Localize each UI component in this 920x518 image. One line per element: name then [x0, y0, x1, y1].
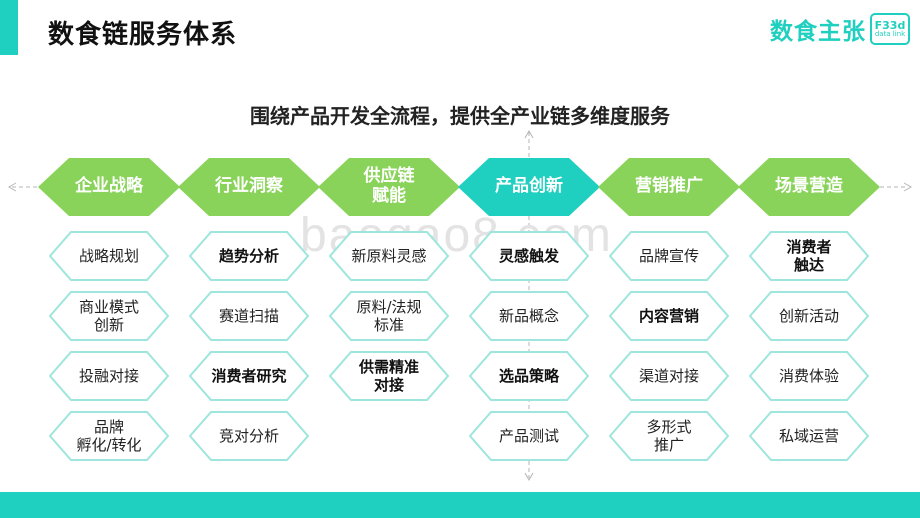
- text-line: 产品测试: [498, 427, 559, 445]
- service-item: 消费者触达: [749, 231, 869, 281]
- service-item: 供需精准对接: [329, 351, 449, 401]
- service-item: 消费体验: [749, 351, 869, 401]
- text-line: 选品策略: [498, 367, 559, 385]
- service-item: 内容营销: [609, 291, 729, 341]
- logo-badge-bottom: data link: [874, 30, 906, 38]
- service-item: 战略规划: [49, 231, 169, 281]
- category-hexagon: 产品创新: [457, 157, 601, 217]
- text-line: 孵化/转化: [76, 436, 142, 454]
- text-line: 品牌: [93, 418, 124, 436]
- down-arrow-icon: [524, 472, 534, 482]
- text-line: 供需精准: [358, 358, 419, 376]
- service-item: 投融对接: [49, 351, 169, 401]
- text-line: 创新活动: [778, 307, 839, 325]
- service-item: 品牌孵化/转化: [49, 411, 169, 461]
- bottom-band: [0, 492, 920, 518]
- text-line: 产品创新: [495, 176, 563, 197]
- service-item: 品牌宣传: [609, 231, 729, 281]
- category-hexagon: 企业战略: [37, 157, 181, 217]
- right-arrow-icon: [903, 182, 913, 192]
- service-item: 消费者研究: [189, 351, 309, 401]
- service-item: 渠道对接: [609, 351, 729, 401]
- text-line: 消费者研究: [211, 367, 287, 385]
- service-item: 灵感触发: [469, 231, 589, 281]
- service-item: 新品概念: [469, 291, 589, 341]
- text-line: 渠道对接: [638, 367, 699, 385]
- logo-badge: F33d data link: [870, 13, 910, 45]
- left-arrow-icon: [7, 182, 17, 192]
- service-item: 趋势分析: [189, 231, 309, 281]
- text-line: 内容营销: [638, 307, 699, 325]
- service-item: 私域运营: [749, 411, 869, 461]
- text-line: 标准: [373, 316, 404, 334]
- service-item: 选品策略: [469, 351, 589, 401]
- text-line: 赛道扫描: [218, 307, 279, 325]
- text-line: 品牌宣传: [638, 247, 699, 265]
- text-line: 企业战略: [75, 176, 143, 197]
- subtitle: 围绕产品开发全流程，提供全产业链多维度服务: [250, 104, 670, 128]
- text-line: 触达: [793, 256, 824, 274]
- category-hexagon: 供应链赋能: [317, 157, 461, 217]
- text-line: 趋势分析: [218, 247, 279, 265]
- title-accent-bar: [0, 0, 18, 55]
- logo-text: 数食主张: [770, 19, 866, 45]
- service-item: 竞对分析: [189, 411, 309, 461]
- service-item: 多形式推广: [609, 411, 729, 461]
- text-line: 原料/法规: [356, 298, 422, 316]
- text-line: 赋能: [372, 186, 406, 206]
- text-line: 创新: [93, 316, 124, 334]
- text-line: 推广: [653, 436, 684, 454]
- text-line: 消费者: [786, 238, 832, 256]
- category-hexagon: 营销推广: [597, 157, 741, 217]
- text-line: 新品概念: [498, 307, 559, 325]
- service-item: 产品测试: [469, 411, 589, 461]
- text-line: 新原料灵感: [351, 247, 427, 265]
- service-item: 赛道扫描: [189, 291, 309, 341]
- text-line: 灵感触发: [498, 247, 559, 265]
- category-hexagon: 行业洞察: [177, 157, 321, 217]
- text-line: 营销推广: [635, 176, 703, 197]
- text-line: 供应链: [363, 166, 415, 187]
- brand-logo: 数食主张 F33d data link: [770, 12, 910, 46]
- service-item: 原料/法规标准: [329, 291, 449, 341]
- service-item: 商业模式创新: [49, 291, 169, 341]
- service-item: 新原料灵感: [329, 231, 449, 281]
- text-line: 消费体验: [778, 367, 839, 385]
- page-title: 数食链服务体系: [48, 20, 238, 50]
- up-arrow-icon: [524, 129, 534, 139]
- text-line: 场景营造: [775, 176, 843, 197]
- text-line: 私域运营: [778, 427, 839, 445]
- text-line: 商业模式: [78, 298, 139, 316]
- text-line: 战略规划: [78, 247, 139, 265]
- logo-badge-top: F33d: [874, 19, 906, 32]
- text-line: 对接: [373, 376, 404, 394]
- text-line: 多形式: [646, 418, 692, 436]
- category-hexagon: 场景营造: [737, 157, 881, 217]
- text-line: 行业洞察: [215, 176, 283, 197]
- text-line: 投融对接: [78, 367, 139, 385]
- text-line: 竞对分析: [218, 427, 279, 445]
- service-item: 创新活动: [749, 291, 869, 341]
